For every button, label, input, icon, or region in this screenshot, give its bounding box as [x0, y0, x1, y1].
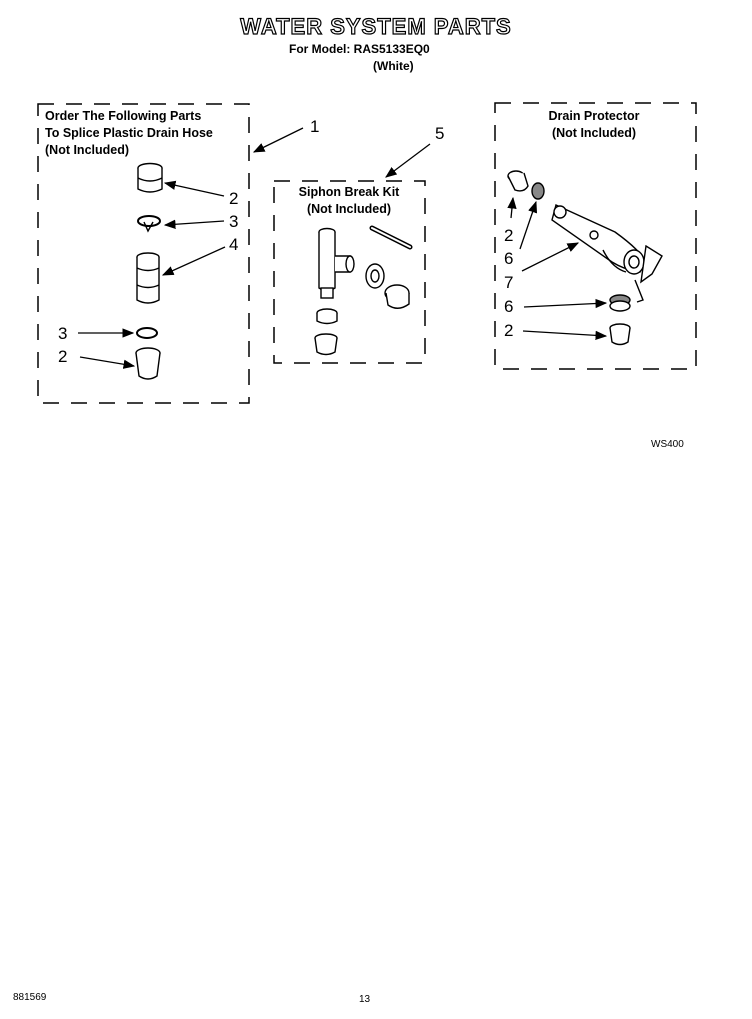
- callout-2-bottom: 2: [58, 347, 68, 366]
- drain-nut-top: [531, 182, 545, 200]
- splice-tube: [136, 252, 160, 304]
- splice-group-box: [37, 103, 250, 404]
- splice-heading-line2: To Splice Plastic Drain Hose: [45, 126, 213, 140]
- siphon-cap: [314, 333, 338, 356]
- siphon-heading-line1: Siphon Break Kit: [298, 185, 400, 199]
- coupling-top: [137, 162, 163, 193]
- siphon-tee: [318, 227, 355, 299]
- siphon-group-box: [273, 180, 426, 364]
- siphon-fitting: [384, 284, 410, 309]
- drain-group-box: [494, 102, 697, 370]
- drain-group-heading: Drain Protector (Not Included): [532, 108, 656, 142]
- siphon-nut: [365, 263, 385, 289]
- callout-5: 5: [435, 124, 445, 143]
- drain-body: [551, 204, 663, 303]
- callout-2-top: 2: [229, 189, 239, 208]
- clamp-top: [137, 215, 161, 233]
- page-number: 13: [359, 994, 371, 1005]
- splice-heading-line3: (Not Included): [45, 143, 130, 157]
- model-line: For Model: RAS5133EQ0: [289, 42, 430, 56]
- page-title: WATER SYSTEM PARTS: [240, 13, 512, 39]
- siphon-group-heading: Siphon Break Kit (Not Included): [289, 184, 409, 218]
- siphon-heading-line2: (Not Included): [306, 202, 391, 216]
- splice-group-heading: Order The Following Parts To Splice Plas…: [45, 108, 213, 159]
- splice-heading-line1: Order The Following Parts: [45, 109, 202, 123]
- callout-4: 4: [229, 235, 239, 254]
- coupling-bottom: [135, 347, 161, 380]
- callout-3-bottom: 3: [58, 324, 68, 343]
- drain-callout-7: 7: [504, 273, 514, 292]
- drain-cap: [609, 323, 631, 346]
- color-line: (White): [373, 59, 414, 73]
- siphon-gasket: [316, 308, 338, 325]
- drain-heading-line1: Drain Protector: [548, 109, 640, 123]
- callout-1: 1: [310, 117, 320, 136]
- drain-heading-line2: (Not Included): [551, 126, 636, 140]
- callout-3-top: 3: [229, 212, 239, 231]
- drain-ring: [609, 294, 631, 312]
- drain-callout-6-bottom: 6: [504, 297, 514, 316]
- drain-coupling-top: [507, 170, 529, 192]
- document-number: 881569: [13, 992, 47, 1003]
- siphon-rod: [369, 225, 413, 250]
- figure-code: WS400: [651, 439, 684, 450]
- clamp-bottom: [136, 327, 158, 339]
- drain-callout-2-top: 2: [504, 226, 514, 245]
- drain-callout-2-bottom: 2: [504, 321, 514, 340]
- drain-callout-6-top: 6: [504, 249, 514, 268]
